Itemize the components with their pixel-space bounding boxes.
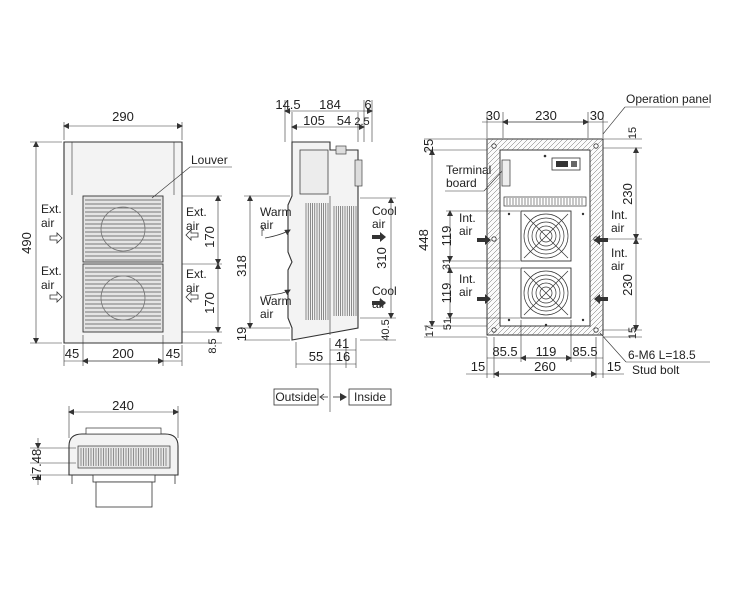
front-view: 290 490 Louver Ext. air Ext. air Ext. ai… [19, 109, 232, 366]
ext-air-label-3: Ext. [186, 205, 207, 219]
svg-text:Cool: Cool [372, 284, 397, 298]
svg-text:6: 6 [364, 97, 371, 112]
svg-text:Int.: Int. [459, 272, 476, 286]
svg-text:14.5: 14.5 [275, 97, 300, 112]
svg-text:air: air [41, 216, 54, 230]
svg-text:Cool: Cool [372, 204, 397, 218]
louver-label: Louver [191, 153, 228, 167]
svg-text:45: 45 [166, 346, 180, 361]
svg-text:17: 17 [424, 325, 436, 337]
rear-view: 30 230 30 Operation panel Terminal board [416, 92, 711, 378]
svg-text:105: 105 [303, 113, 325, 128]
stud-bolt-label: Stud bolt [632, 363, 680, 377]
svg-text:air: air [260, 307, 273, 321]
svg-text:Int.: Int. [611, 208, 628, 222]
svg-text:19: 19 [234, 327, 249, 341]
terminal-board-label: Terminal [446, 163, 491, 177]
svg-text:318: 318 [234, 255, 249, 277]
outside-label: Outside [275, 390, 317, 404]
svg-text:40.5: 40.5 [380, 319, 392, 340]
svg-text:184: 184 [319, 97, 341, 112]
svg-text:board: board [446, 176, 477, 190]
heat-sink-fins [305, 203, 357, 320]
svg-text:51: 51 [442, 318, 454, 330]
svg-text:air: air [611, 221, 624, 235]
inside-arrow-icon [340, 393, 347, 401]
ext-air-label-2: Ext. [41, 264, 62, 278]
svg-text:air: air [611, 259, 624, 273]
ext-air-label-1: Ext. [41, 202, 62, 216]
svg-text:31: 31 [441, 258, 453, 270]
svg-text:170: 170 [202, 292, 217, 314]
svg-text:16: 16 [336, 349, 350, 364]
front-width-dim: 290 [112, 109, 134, 124]
svg-text:air: air [459, 285, 472, 299]
svg-text:119: 119 [439, 226, 454, 247]
svg-text:448: 448 [416, 229, 431, 251]
ext-air-arrow-icon [185, 229, 199, 241]
svg-text:240: 240 [112, 398, 134, 413]
svg-text:45: 45 [65, 346, 79, 361]
svg-text:15: 15 [607, 359, 621, 374]
front-height-dim: 490 [19, 232, 34, 254]
svg-text:Warm: Warm [260, 205, 292, 219]
int-air-arrow-icon [477, 294, 491, 304]
svg-text:230: 230 [535, 108, 557, 123]
int-air-arrow-icon [594, 235, 608, 245]
cool-air-arrow-icon [372, 298, 386, 308]
int-air-arrow-icon [477, 235, 491, 245]
svg-text:Int.: Int. [459, 211, 476, 225]
int-air-arrow-icon [594, 294, 608, 304]
cool-air-arrow-icon [372, 232, 386, 242]
svg-text:55: 55 [309, 349, 323, 364]
outside-arrow-icon [319, 393, 328, 401]
svg-text:230: 230 [620, 274, 635, 296]
svg-text:15: 15 [627, 327, 639, 339]
ext-air-arrow-icon [49, 232, 63, 244]
svg-text:85.5: 85.5 [572, 344, 597, 359]
inside-label: Inside [354, 390, 386, 404]
ext-air-arrow-icon [49, 291, 63, 303]
top-vent-slots [80, 448, 167, 466]
ext-air-label-4: Ext. [186, 267, 207, 281]
svg-text:2.5: 2.5 [354, 116, 369, 128]
svg-text:air: air [186, 219, 199, 233]
svg-text:air: air [459, 224, 472, 238]
svg-text:Int.: Int. [611, 246, 628, 260]
svg-text:air: air [41, 278, 54, 292]
svg-text:Warm: Warm [260, 294, 292, 308]
fan-grille [523, 213, 569, 316]
svg-text:119: 119 [536, 344, 557, 359]
svg-text:54: 54 [337, 113, 351, 128]
svg-text:230: 230 [620, 183, 635, 205]
svg-text:200: 200 [112, 346, 134, 361]
svg-text:air: air [186, 281, 199, 295]
svg-text:41: 41 [335, 336, 349, 351]
ext-air-arrow-icon [185, 291, 199, 303]
svg-text:30: 30 [486, 108, 500, 123]
svg-text:170: 170 [202, 226, 217, 248]
side-view: 14.5 184 6 105 54 2.5 Warm air Warm air … [234, 97, 397, 412]
svg-text:85.5: 85.5 [492, 344, 517, 359]
svg-text:260: 260 [534, 359, 556, 374]
svg-text:15: 15 [627, 127, 639, 139]
svg-text:8.5: 8.5 [207, 338, 219, 353]
operation-panel-label: Operation panel [626, 92, 711, 106]
louver-grille [85, 199, 161, 329]
svg-text:30: 30 [590, 108, 604, 123]
svg-text:air: air [372, 217, 385, 231]
svg-text:119: 119 [439, 283, 454, 304]
svg-text:310: 310 [374, 247, 389, 269]
top-view: 240 17.48 [29, 398, 179, 508]
svg-text:25: 25 [421, 139, 436, 153]
stud-spec: 6-M6 L=18.5 [628, 348, 696, 362]
svg-text:17.48: 17.48 [29, 449, 44, 482]
svg-text:15: 15 [471, 359, 485, 374]
